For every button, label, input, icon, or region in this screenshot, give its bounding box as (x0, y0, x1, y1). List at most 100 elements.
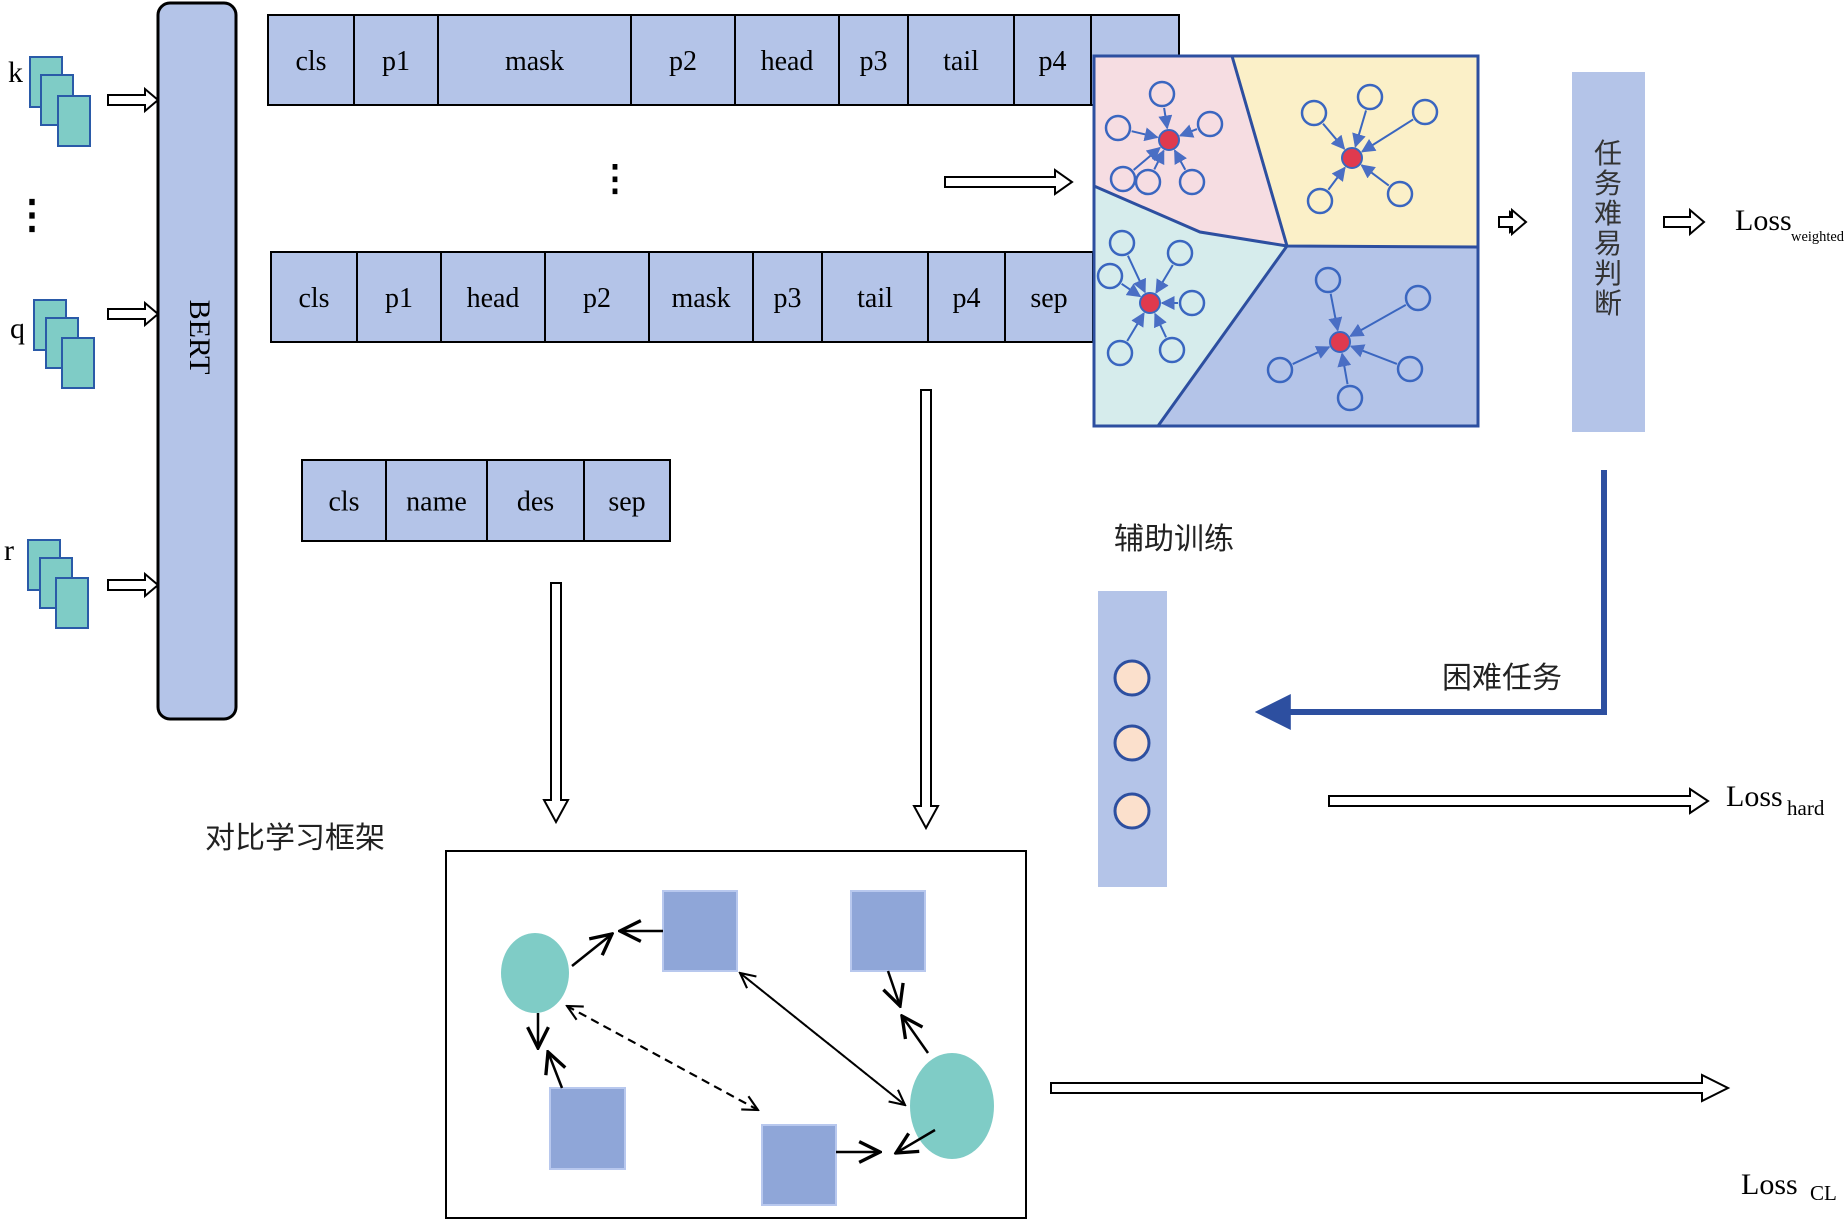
auxiliary-node (1113, 659, 1151, 697)
token-label: p4 (953, 283, 981, 314)
cluster-node (1386, 180, 1414, 208)
template-ellipsis: ⋮ (597, 158, 633, 198)
arrow-down-row3 (542, 582, 570, 825)
cluster-node (1166, 239, 1194, 267)
task-judge-char: 任 (1594, 137, 1622, 170)
cluster-region-teal (1094, 186, 1287, 426)
cluster-node (1266, 356, 1294, 384)
token-cell: mask (648, 251, 754, 343)
arrow-to-cluster (944, 168, 1074, 196)
cluster-node (1158, 336, 1186, 364)
cluster-node (1104, 114, 1132, 142)
input-arrows (107, 86, 160, 599)
arrow-to-loss-cl (1050, 1073, 1731, 1103)
token-cell: p3 (838, 14, 909, 106)
arrow-to-loss-weighted (1663, 207, 1706, 237)
token-cell: p4 (1013, 14, 1092, 106)
sample-square (662, 890, 738, 972)
token-label: mask (505, 46, 564, 77)
cluster-node (1314, 266, 1342, 294)
template-row-2: cls p1 head p2 mask p3 tail p4 sep (270, 251, 1094, 343)
token-label: p1 (382, 46, 410, 77)
bert-label: BERT (183, 300, 216, 375)
token-label: p2 (669, 46, 697, 77)
cluster-star (1096, 229, 1206, 367)
cluster-node (1178, 289, 1206, 317)
cluster-node (1178, 168, 1206, 196)
cluster-node (1404, 284, 1432, 312)
auxiliary-column (1098, 591, 1167, 887)
token-cell: p4 (927, 251, 1006, 343)
anchor-circle (910, 1053, 994, 1159)
task-judge-char: 断 (1594, 287, 1622, 320)
token-label: p4 (1039, 46, 1067, 77)
token-label: p3 (774, 283, 802, 314)
cluster-region-pink (1094, 56, 1287, 246)
token-cell: p1 (353, 14, 439, 106)
contrastive-panel (445, 850, 1027, 1219)
loss-weighted-base: Loss (1735, 204, 1792, 237)
arrow-to-loss-hard (1328, 787, 1710, 815)
bert-encoder: BERT (156, 1, 238, 721)
arrow-down-row2 (912, 389, 940, 831)
stack-icon (29, 56, 91, 147)
hard-task-arrow (1254, 470, 1607, 730)
token-cell: sep (583, 459, 671, 542)
cluster-star (1300, 83, 1439, 215)
auxiliary-node (1113, 792, 1151, 830)
cluster-node (1109, 165, 1137, 193)
cluster-node (1356, 83, 1384, 111)
token-cell: sep (1004, 251, 1094, 343)
token-cell: cls (267, 14, 355, 106)
cluster-node (1396, 355, 1424, 383)
loss-weighted: Loss weighted (1735, 204, 1844, 245)
token-label: tail (857, 283, 893, 314)
token-cell: p2 (630, 14, 736, 106)
input-q-label: q (10, 312, 25, 345)
loss-cl-sub: CL (1810, 1181, 1837, 1205)
input-r: r (4, 534, 89, 629)
token-cell: mask (437, 14, 632, 106)
token-cell: p2 (544, 251, 650, 343)
input-k: k (8, 56, 91, 147)
cluster-center (1158, 129, 1180, 151)
cluster-panel (1092, 54, 1480, 428)
token-label: des (517, 487, 554, 518)
contrastive-framework-label: 对比学习框架 (205, 821, 385, 856)
cluster-node (1134, 168, 1162, 196)
token-label: cls (298, 283, 329, 314)
task-judge-char: 判 (1594, 257, 1622, 290)
sample-square (850, 890, 926, 972)
loss-hard-sub: hard (1787, 796, 1825, 820)
loss-cl: Loss CL (1741, 1168, 1837, 1205)
cluster-node (1148, 80, 1176, 108)
token-cell: cls (270, 251, 358, 343)
token-label: p1 (385, 283, 413, 314)
token-label: p3 (860, 46, 888, 77)
task-judge-char: 易 (1594, 227, 1622, 260)
task-judge-char: 务 (1594, 167, 1622, 200)
loss-cl-base: Loss (1741, 1168, 1798, 1201)
cluster-center (1329, 331, 1351, 353)
token-label: p2 (583, 283, 611, 314)
token-label: head (761, 46, 814, 77)
token-label: cls (328, 487, 359, 518)
token-cell: head (440, 251, 546, 343)
input-q: q (10, 299, 95, 389)
hard-task-label: 困难任务 (1442, 661, 1562, 696)
stack-icon (33, 299, 95, 389)
token-label: tail (943, 46, 979, 77)
cluster-star (1266, 266, 1432, 412)
token-cell: des (486, 459, 585, 542)
token-label: sep (608, 487, 645, 518)
token-cell: head (734, 14, 840, 106)
input-ellipsis: ⋮ (12, 192, 52, 237)
auxiliary-training-label: 辅助训练 (1114, 522, 1234, 557)
token-label: head (467, 283, 520, 314)
cluster-node (1411, 98, 1439, 126)
token-label: cls (295, 46, 326, 77)
token-label: mask (671, 283, 730, 314)
